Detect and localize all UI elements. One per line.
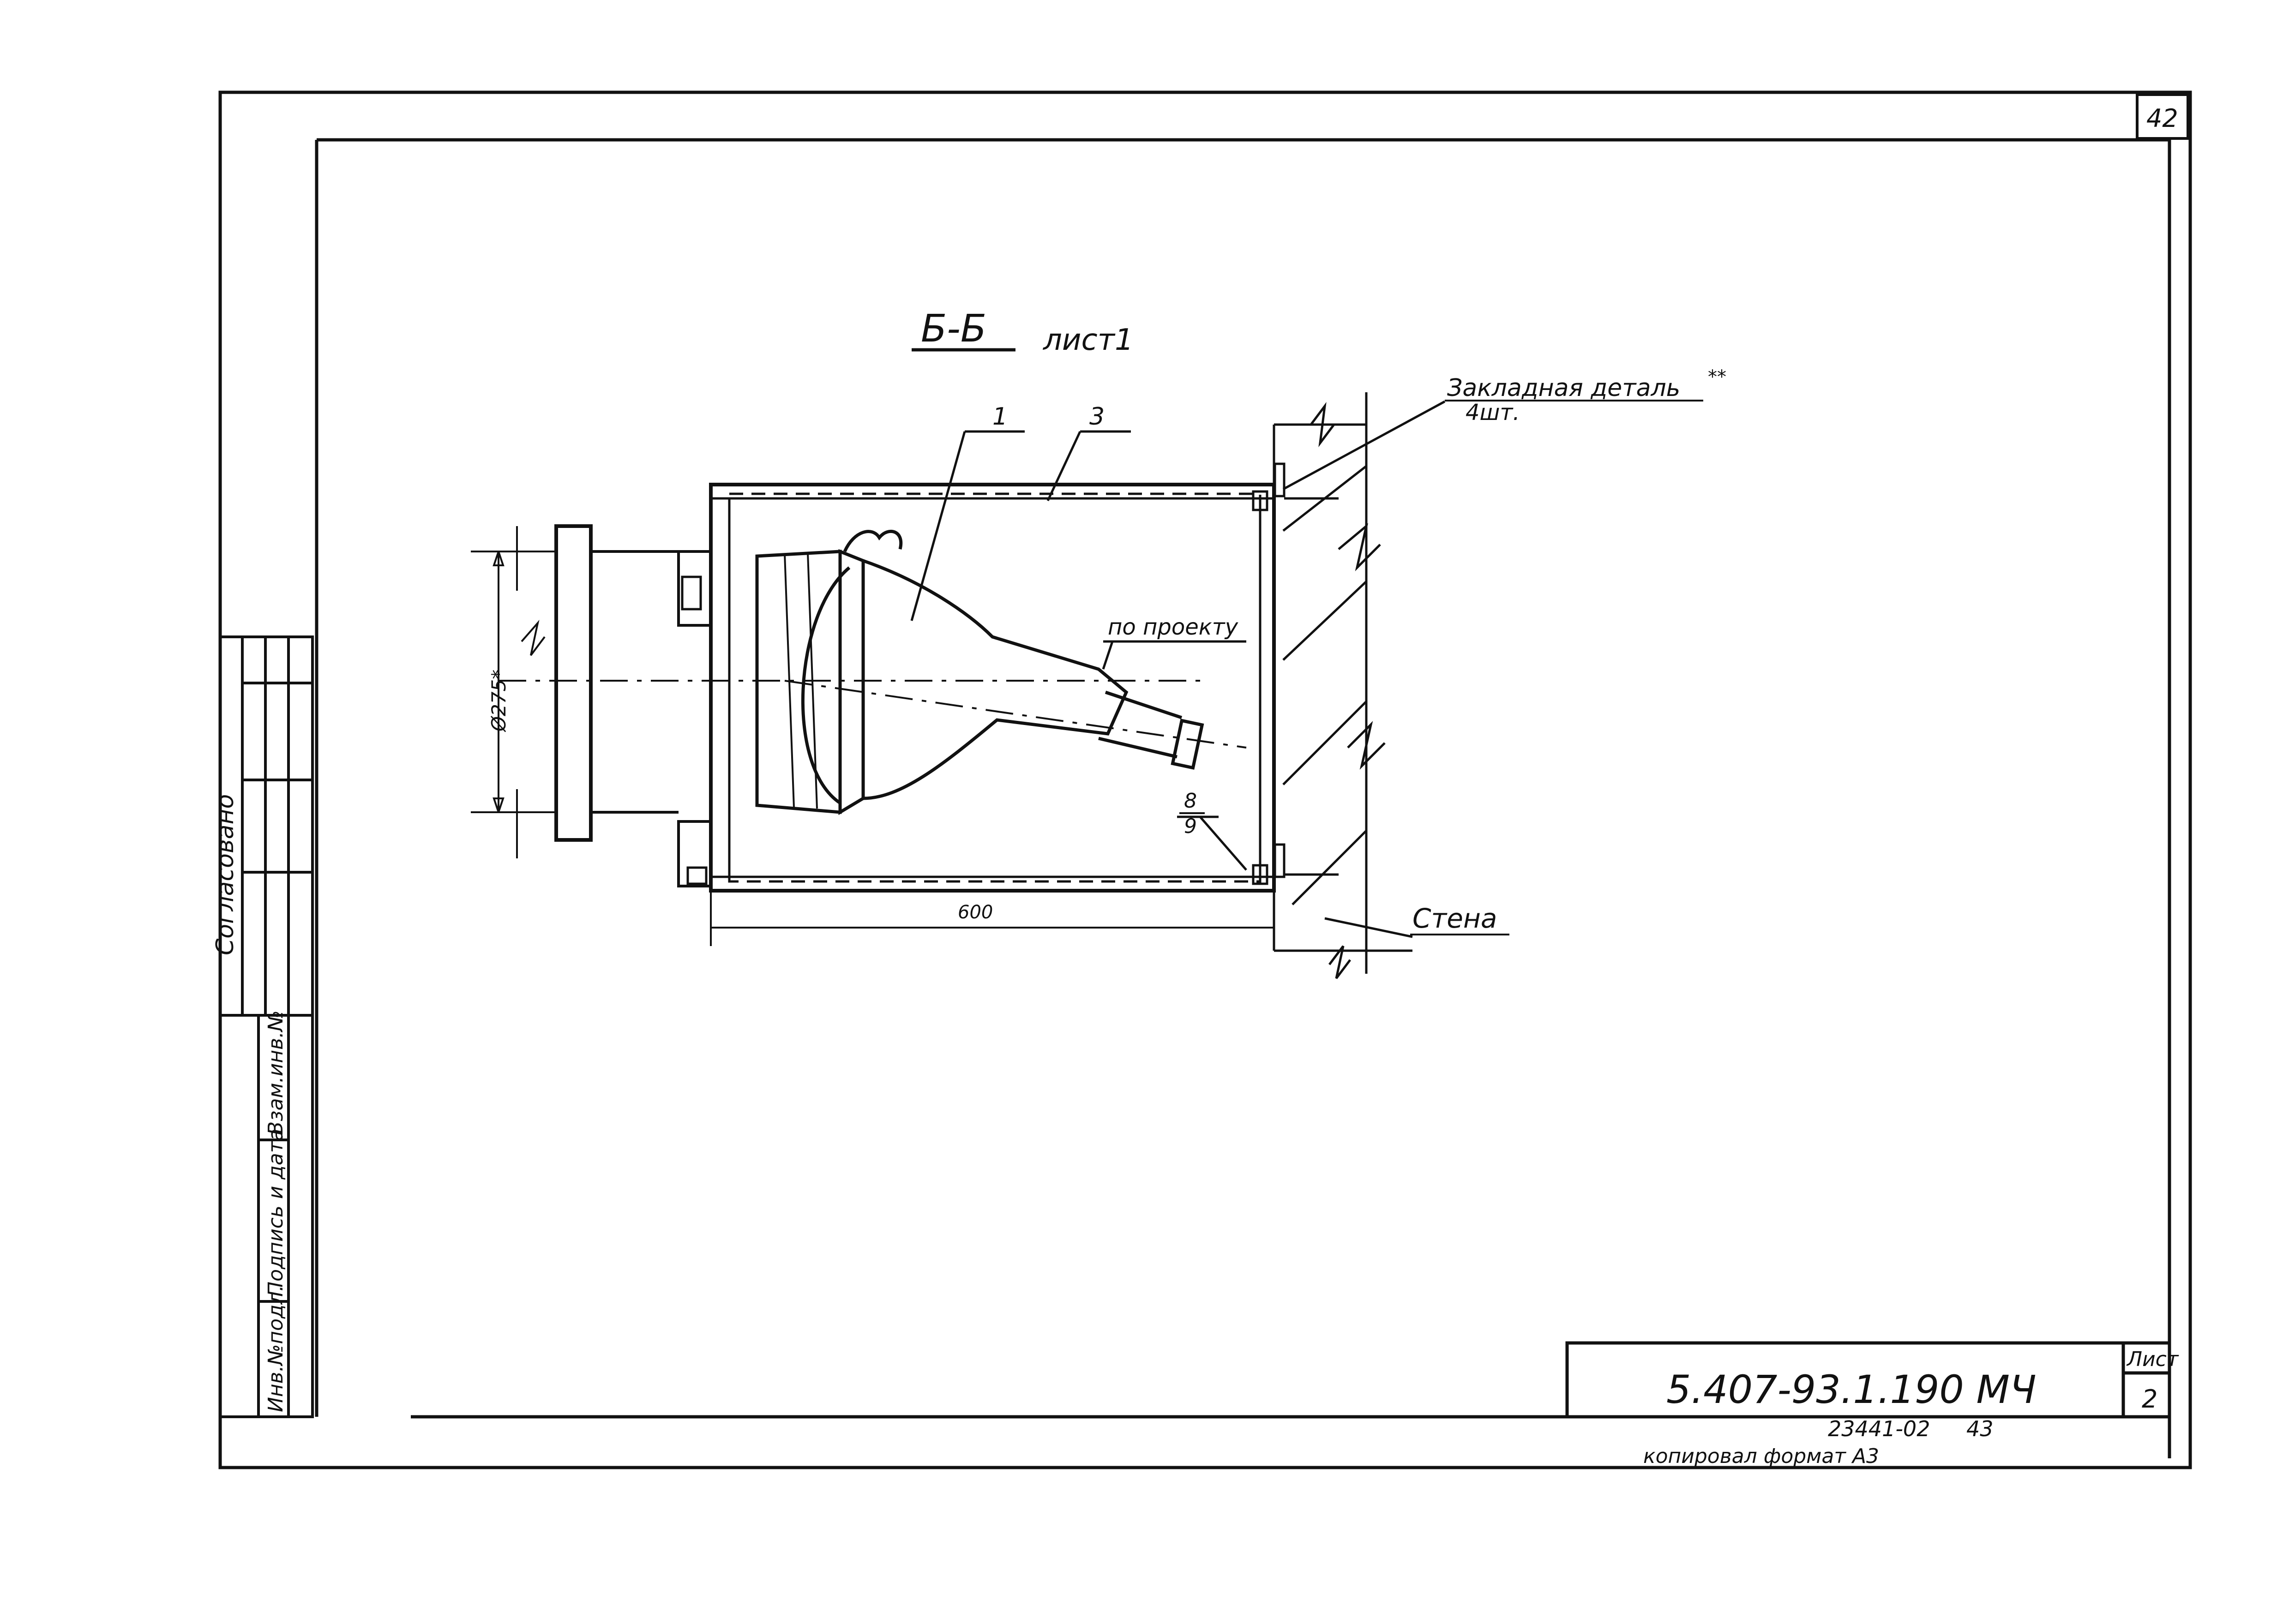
embedded-parts — [1252, 462, 1339, 885]
left-flange — [516, 524, 712, 887]
width-dimension — [710, 891, 1275, 946]
callout-leaders — [910, 400, 1446, 938]
sheet-label: Лист — [2126, 1348, 2179, 1371]
document-code: 5.407-93.1.190 МЧ — [1666, 1367, 2037, 1412]
sheet-border — [218, 90, 2192, 1469]
footer-note: копировал формат А3 — [1643, 1444, 1879, 1468]
callout-embedded-part: Закладная деталь ** 4шт. — [1445, 366, 1726, 425]
side-stamp-signature-date: Подпись и дата — [264, 1129, 288, 1297]
archive-page: 43 — [1966, 1416, 1994, 1441]
section-title-label: Б-Б — [921, 307, 986, 351]
callout-item-3: 3 — [1089, 403, 1105, 431]
callout-per-project: по проекту — [1108, 614, 1238, 640]
callout-embedded-part-mark: ** — [1708, 366, 1726, 388]
sheet-number: 2 — [2142, 1384, 2157, 1414]
spotlight — [755, 529, 1247, 815]
side-stamp-replaced-inv: Взам.инв.№ — [264, 1010, 288, 1135]
callout-embedded-part-label: Закладная деталь — [1447, 374, 1680, 402]
callout-item-9: 9 — [1184, 815, 1197, 838]
callout-embedded-part-qty: 4шт. — [1466, 400, 1520, 425]
callout-wall: Стена — [1410, 903, 1509, 935]
corner-number-box: 42 — [2136, 93, 2189, 140]
corner-sheet-number: 42 — [2146, 104, 2178, 133]
callout-item-8: 8 — [1184, 789, 1197, 813]
callout-item-1: 1 — [992, 403, 1008, 431]
drawing-frame — [315, 138, 2171, 1458]
dimension-width: 600 — [958, 902, 993, 923]
side-stamp — [219, 635, 314, 1418]
side-stamp-agreed: Согласовано — [211, 794, 239, 955]
section-title-subtitle: лист1 — [1042, 323, 1134, 357]
housing-box — [709, 483, 1276, 893]
title-block — [1565, 1341, 2171, 1419]
dimension-diameter: Ø275* — [487, 670, 510, 732]
section-title: Б-Б лист1 — [912, 307, 1134, 357]
diameter-dimension — [471, 551, 1200, 813]
callout-wall-label: Стена — [1412, 903, 1497, 934]
archive-number: 23441-02 — [1828, 1416, 1930, 1441]
side-stamp-inv-original: Инв.№подл. — [264, 1285, 288, 1412]
wall-section — [1273, 392, 1412, 979]
